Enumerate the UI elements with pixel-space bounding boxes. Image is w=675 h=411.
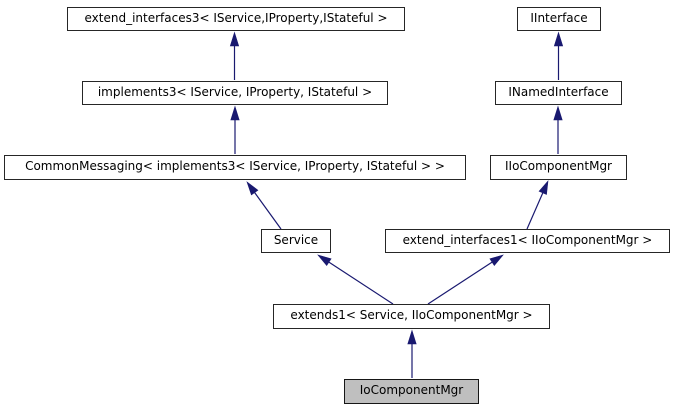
arrow-extends1-to-service <box>317 254 394 305</box>
node-commonmessaging[interactable]: CommonMessaging< implements3< IService, … <box>4 155 466 180</box>
arrow-service-to-commonmessaging <box>246 181 282 230</box>
node-implements3[interactable]: implements3< IService, IProperty, IState… <box>82 81 388 105</box>
arrow-iocomponentmgr-to-extends1 <box>407 329 417 378</box>
arrow-extend-interfaces1-to-iiocomponentmgr <box>526 180 549 230</box>
node-extend-interfaces3[interactable]: extend_interfaces3< IService,IProperty,I… <box>67 7 405 31</box>
node-extends1[interactable]: extends1< Service, IIoComponentMgr > <box>273 304 550 329</box>
arrow-iiocomponentmgr-to-inamedinterface <box>553 105 563 154</box>
node-iocomponentmgr-current: IoComponentMgr <box>344 379 479 404</box>
arrow-implements3-to-extend-interfaces3 <box>229 31 240 80</box>
arrow-extends1-to-extend-interfaces1 <box>427 254 504 305</box>
arrow-inamedinterface-to-iinterface <box>553 31 564 80</box>
node-inamedinterface[interactable]: INamedInterface <box>495 81 622 105</box>
node-extend-interfaces1[interactable]: extend_interfaces1< IIoComponentMgr > <box>385 229 670 253</box>
node-iinterface[interactable]: IInterface <box>517 7 601 31</box>
node-iiocomponentmgr[interactable]: IIoComponentMgr <box>490 155 627 180</box>
node-service[interactable]: Service <box>261 229 331 253</box>
arrow-commonmessaging-to-implements3 <box>230 105 240 154</box>
